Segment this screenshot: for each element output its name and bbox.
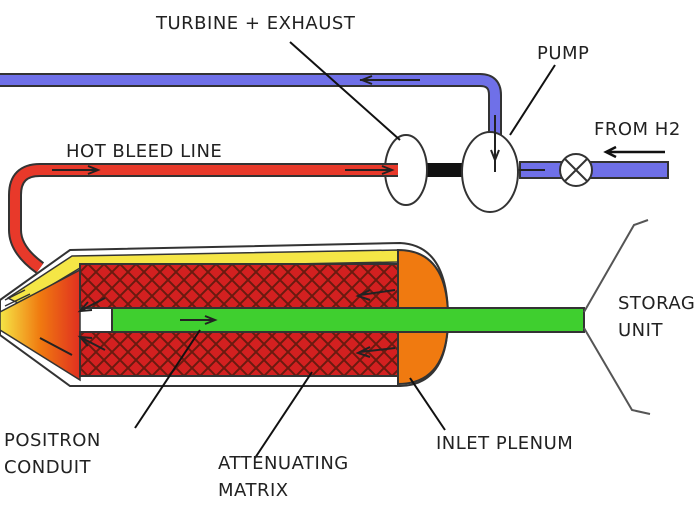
label-turbine-exhaust: TURBINE + EXHAUST bbox=[156, 13, 356, 34]
label-inlet-plenum: INLET PLENUM bbox=[436, 433, 574, 454]
label-storage-line1: STORAG bbox=[618, 293, 696, 314]
from-h2-arrow bbox=[603, 145, 665, 159]
conduit-flow-arrow bbox=[180, 315, 218, 325]
flow-arrow-bleed bbox=[52, 165, 101, 175]
leader-turbine bbox=[289, 41, 401, 141]
flow-arrow-turbine-out bbox=[345, 165, 395, 175]
flow-arrow-top-head bbox=[359, 75, 373, 85]
leader-matrix bbox=[254, 371, 313, 459]
positron-conduit bbox=[111, 307, 585, 333]
label-matrix-line1: ATTENUATING bbox=[218, 453, 349, 474]
label-from-h2: FROM H2 bbox=[594, 119, 681, 140]
h2-supply-line-top-fill bbox=[0, 75, 500, 150]
label-positron-line2: CONDUIT bbox=[4, 457, 92, 478]
internal-flow-arrows bbox=[39, 289, 396, 358]
nozzle-stripes bbox=[4, 289, 31, 307]
label-positron-line1: POSITRON bbox=[4, 430, 101, 451]
attenuating-matrix-lower bbox=[79, 331, 399, 377]
attenuating-matrix-upper bbox=[79, 263, 399, 309]
leader-plenum bbox=[409, 377, 446, 431]
label-storage-line2: UNIT bbox=[618, 320, 663, 341]
storage-unit-lines bbox=[583, 219, 651, 415]
turbine-pump-shaft bbox=[425, 163, 467, 177]
leader-pump bbox=[509, 64, 556, 136]
valve-icon bbox=[559, 153, 593, 187]
nozzle-cone bbox=[0, 268, 81, 382]
label-hot-bleed-line: HOT BLEED LINE bbox=[66, 141, 223, 162]
h2-supply-line-top bbox=[0, 73, 502, 150]
label-pump: PUMP bbox=[537, 43, 590, 64]
pump bbox=[461, 131, 519, 213]
hot-bleed-line bbox=[10, 165, 398, 273]
leader-positron bbox=[134, 329, 201, 429]
pump-internal-flow bbox=[490, 115, 500, 172]
label-matrix-line2: MATRIX bbox=[218, 480, 289, 501]
